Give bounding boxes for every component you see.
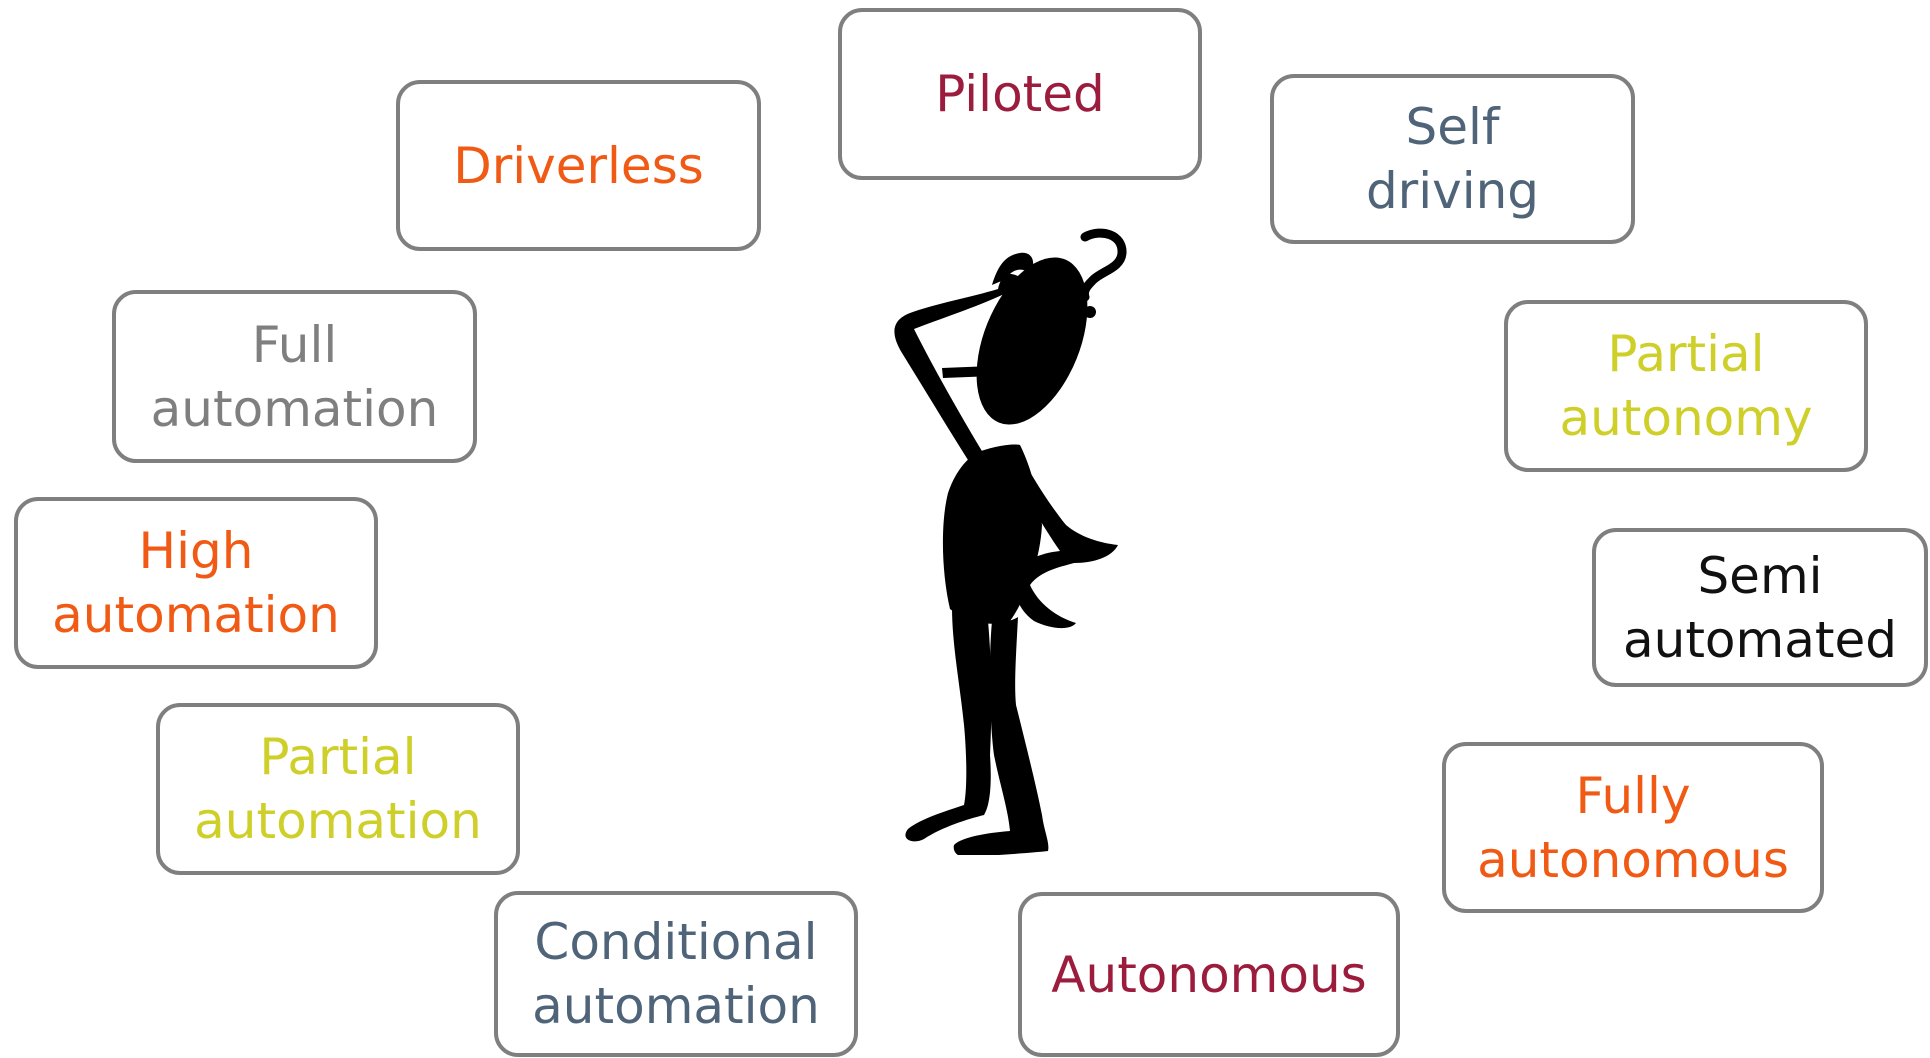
question-mark-icon [1079,228,1127,302]
term-box-partial-automation: Partial automation [156,703,520,875]
figure-nose [942,366,994,378]
term-text-partial-autonomy: Partial autonomy [1559,325,1813,447]
term-text-self-driving: Self driving [1365,98,1540,220]
term-text-full-automation: Full automation [150,315,439,438]
term-box-full-automation: Full automation [112,290,477,463]
term-box-self-driving: Self driving [1270,74,1635,244]
term-text-conditional-automation: Conditional automation [532,913,820,1035]
term-box-autonomous: Autonomous [1018,892,1400,1057]
term-box-semi-automated: Semi automated [1592,528,1928,687]
term-text-partial-automation: Partial automation [194,728,482,850]
term-box-partial-autonomy: Partial autonomy [1504,300,1868,472]
term-box-driverless: Driverless [396,80,761,251]
figure-head [976,257,1088,425]
term-text-high-automation: High automation [52,522,340,644]
figure-raised-arm [894,273,1020,471]
term-text-piloted: Piloted [935,65,1105,123]
term-text-autonomous: Autonomous [1051,945,1367,1004]
term-box-fully-autonomous: Fully autonomous [1442,742,1824,913]
term-box-piloted: Piloted [838,8,1202,180]
term-text-driverless: Driverless [453,136,704,195]
thinking-stick-figure-icon [894,228,1127,855]
term-text-semi-automated: Semi automated [1623,546,1897,669]
term-box-high-automation: High automation [14,497,378,669]
figure-hand [992,252,1034,285]
figure-left-leg [905,607,992,842]
figure-right-leg [953,617,1049,855]
figure-hip-arm [1014,451,1118,629]
term-box-conditional-automation: Conditional automation [494,891,858,1057]
term-text-fully-autonomous: Fully autonomous [1477,766,1789,889]
